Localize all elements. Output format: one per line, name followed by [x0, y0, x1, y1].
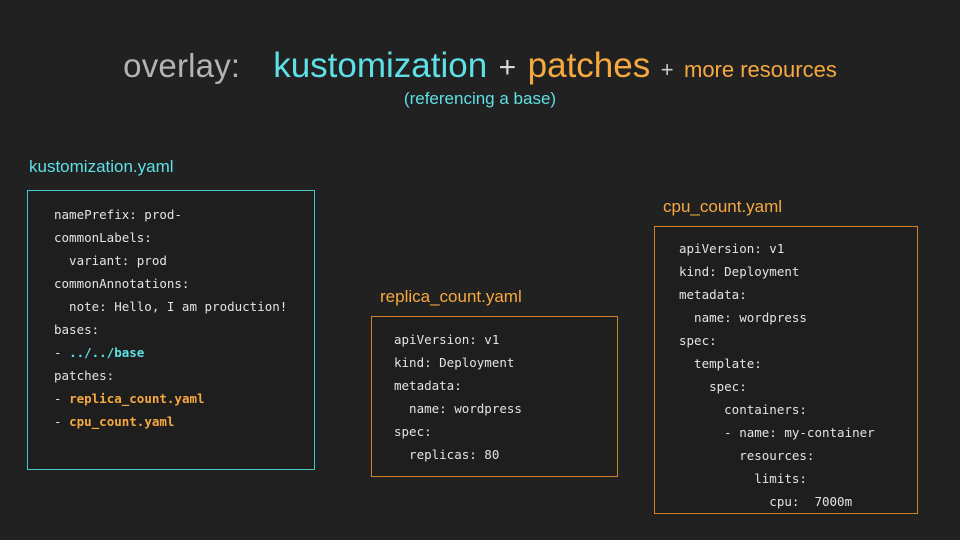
title-term-kustomization: kustomization: [273, 46, 488, 85]
code-token: template:: [679, 356, 762, 371]
code-line: metadata:: [679, 283, 917, 306]
code-line: spec:: [394, 420, 617, 443]
code-line: - ../../base: [54, 341, 314, 364]
code-token: ../../base: [69, 345, 145, 360]
title-plus-second: +: [660, 57, 674, 82]
code-token: variant: prod: [54, 253, 167, 268]
code-line: - cpu_count.yaml: [54, 410, 314, 433]
code-token: -: [54, 391, 70, 406]
code-line: kind: Deployment: [394, 351, 617, 374]
code-token: cpu: 7000m: [679, 494, 853, 509]
code-line: apiVersion: v1: [679, 237, 917, 260]
code-token: apiVersion: v1: [394, 332, 500, 347]
file-label-cpu-count-yaml: cpu_count.yaml: [663, 197, 783, 216]
code-line: patches:: [54, 364, 314, 387]
code-token: - name: my-container: [679, 425, 875, 440]
code-line: replicas: 80: [394, 443, 617, 466]
code-token: commonLabels:: [54, 230, 152, 245]
code-token: name: wordpress: [679, 310, 807, 325]
code-line: spec:: [679, 375, 917, 398]
slide-title: overlay: kustomization + patches + more …: [0, 46, 960, 86]
code-line: - name: my-container: [679, 421, 917, 444]
code-token: apiVersion: v1: [679, 241, 785, 256]
code-line: commonLabels:: [54, 226, 314, 249]
title-term-more-resources: more resources: [684, 57, 837, 82]
code-line: limits:: [679, 467, 917, 490]
title-subtitle: (referencing a base): [403, 89, 557, 108]
code-line: apiVersion: v1: [394, 328, 617, 351]
file-label-replica-count-yaml: replica_count.yaml: [380, 287, 522, 306]
code-token: cpu_count.yaml: [69, 414, 175, 429]
code-token: replicas: 80: [394, 447, 500, 462]
code-token: spec:: [679, 379, 747, 394]
title-overlay-label: overlay:: [123, 47, 241, 84]
title-term-patches: patches: [527, 46, 651, 85]
code-token: containers:: [679, 402, 807, 417]
code-token: kind: Deployment: [394, 355, 515, 370]
code-token: replica_count.yaml: [69, 391, 205, 406]
code-token: patches:: [54, 368, 115, 383]
code-line: bases:: [54, 318, 314, 341]
code-line: - replica_count.yaml: [54, 387, 314, 410]
code-line: resources:: [679, 444, 917, 467]
code-token: bases:: [54, 322, 100, 337]
code-line: metadata:: [394, 374, 617, 397]
code-line: spec:: [679, 329, 917, 352]
code-line: name: wordpress: [679, 306, 917, 329]
code-line: variant: prod: [54, 249, 314, 272]
code-token: spec:: [679, 333, 717, 348]
code-token: limits:: [679, 471, 807, 486]
title-plus-first: +: [498, 51, 517, 84]
code-token: spec:: [394, 424, 432, 439]
code-token: metadata:: [679, 287, 747, 302]
code-line: note: Hello, I am production!: [54, 295, 314, 318]
code-token: commonAnnotations:: [54, 276, 190, 291]
file-label-kustomization-yaml: kustomization.yaml: [29, 157, 174, 176]
code-token: metadata:: [394, 378, 462, 393]
code-box-kustomization-yaml: namePrefix: prod-commonLabels: variant: …: [27, 190, 315, 470]
code-token: resources:: [679, 448, 815, 463]
code-line: name: wordpress: [394, 397, 617, 420]
code-line: kind: Deployment: [679, 260, 917, 283]
code-token: namePrefix: prod-: [54, 207, 182, 222]
code-token: -: [54, 414, 70, 429]
code-line: commonAnnotations:: [54, 272, 314, 295]
code-token: name: wordpress: [394, 401, 522, 416]
code-token: note: Hello, I am production!: [54, 299, 288, 314]
code-line: template:: [679, 352, 917, 375]
code-line: namePrefix: prod-: [54, 203, 314, 226]
code-line: containers:: [679, 398, 917, 421]
code-line: cpu: 7000m: [679, 490, 917, 513]
code-token: kind: Deployment: [679, 264, 800, 279]
code-content-kustomization: namePrefix: prod-commonLabels: variant: …: [28, 191, 314, 433]
code-token: -: [54, 345, 70, 360]
